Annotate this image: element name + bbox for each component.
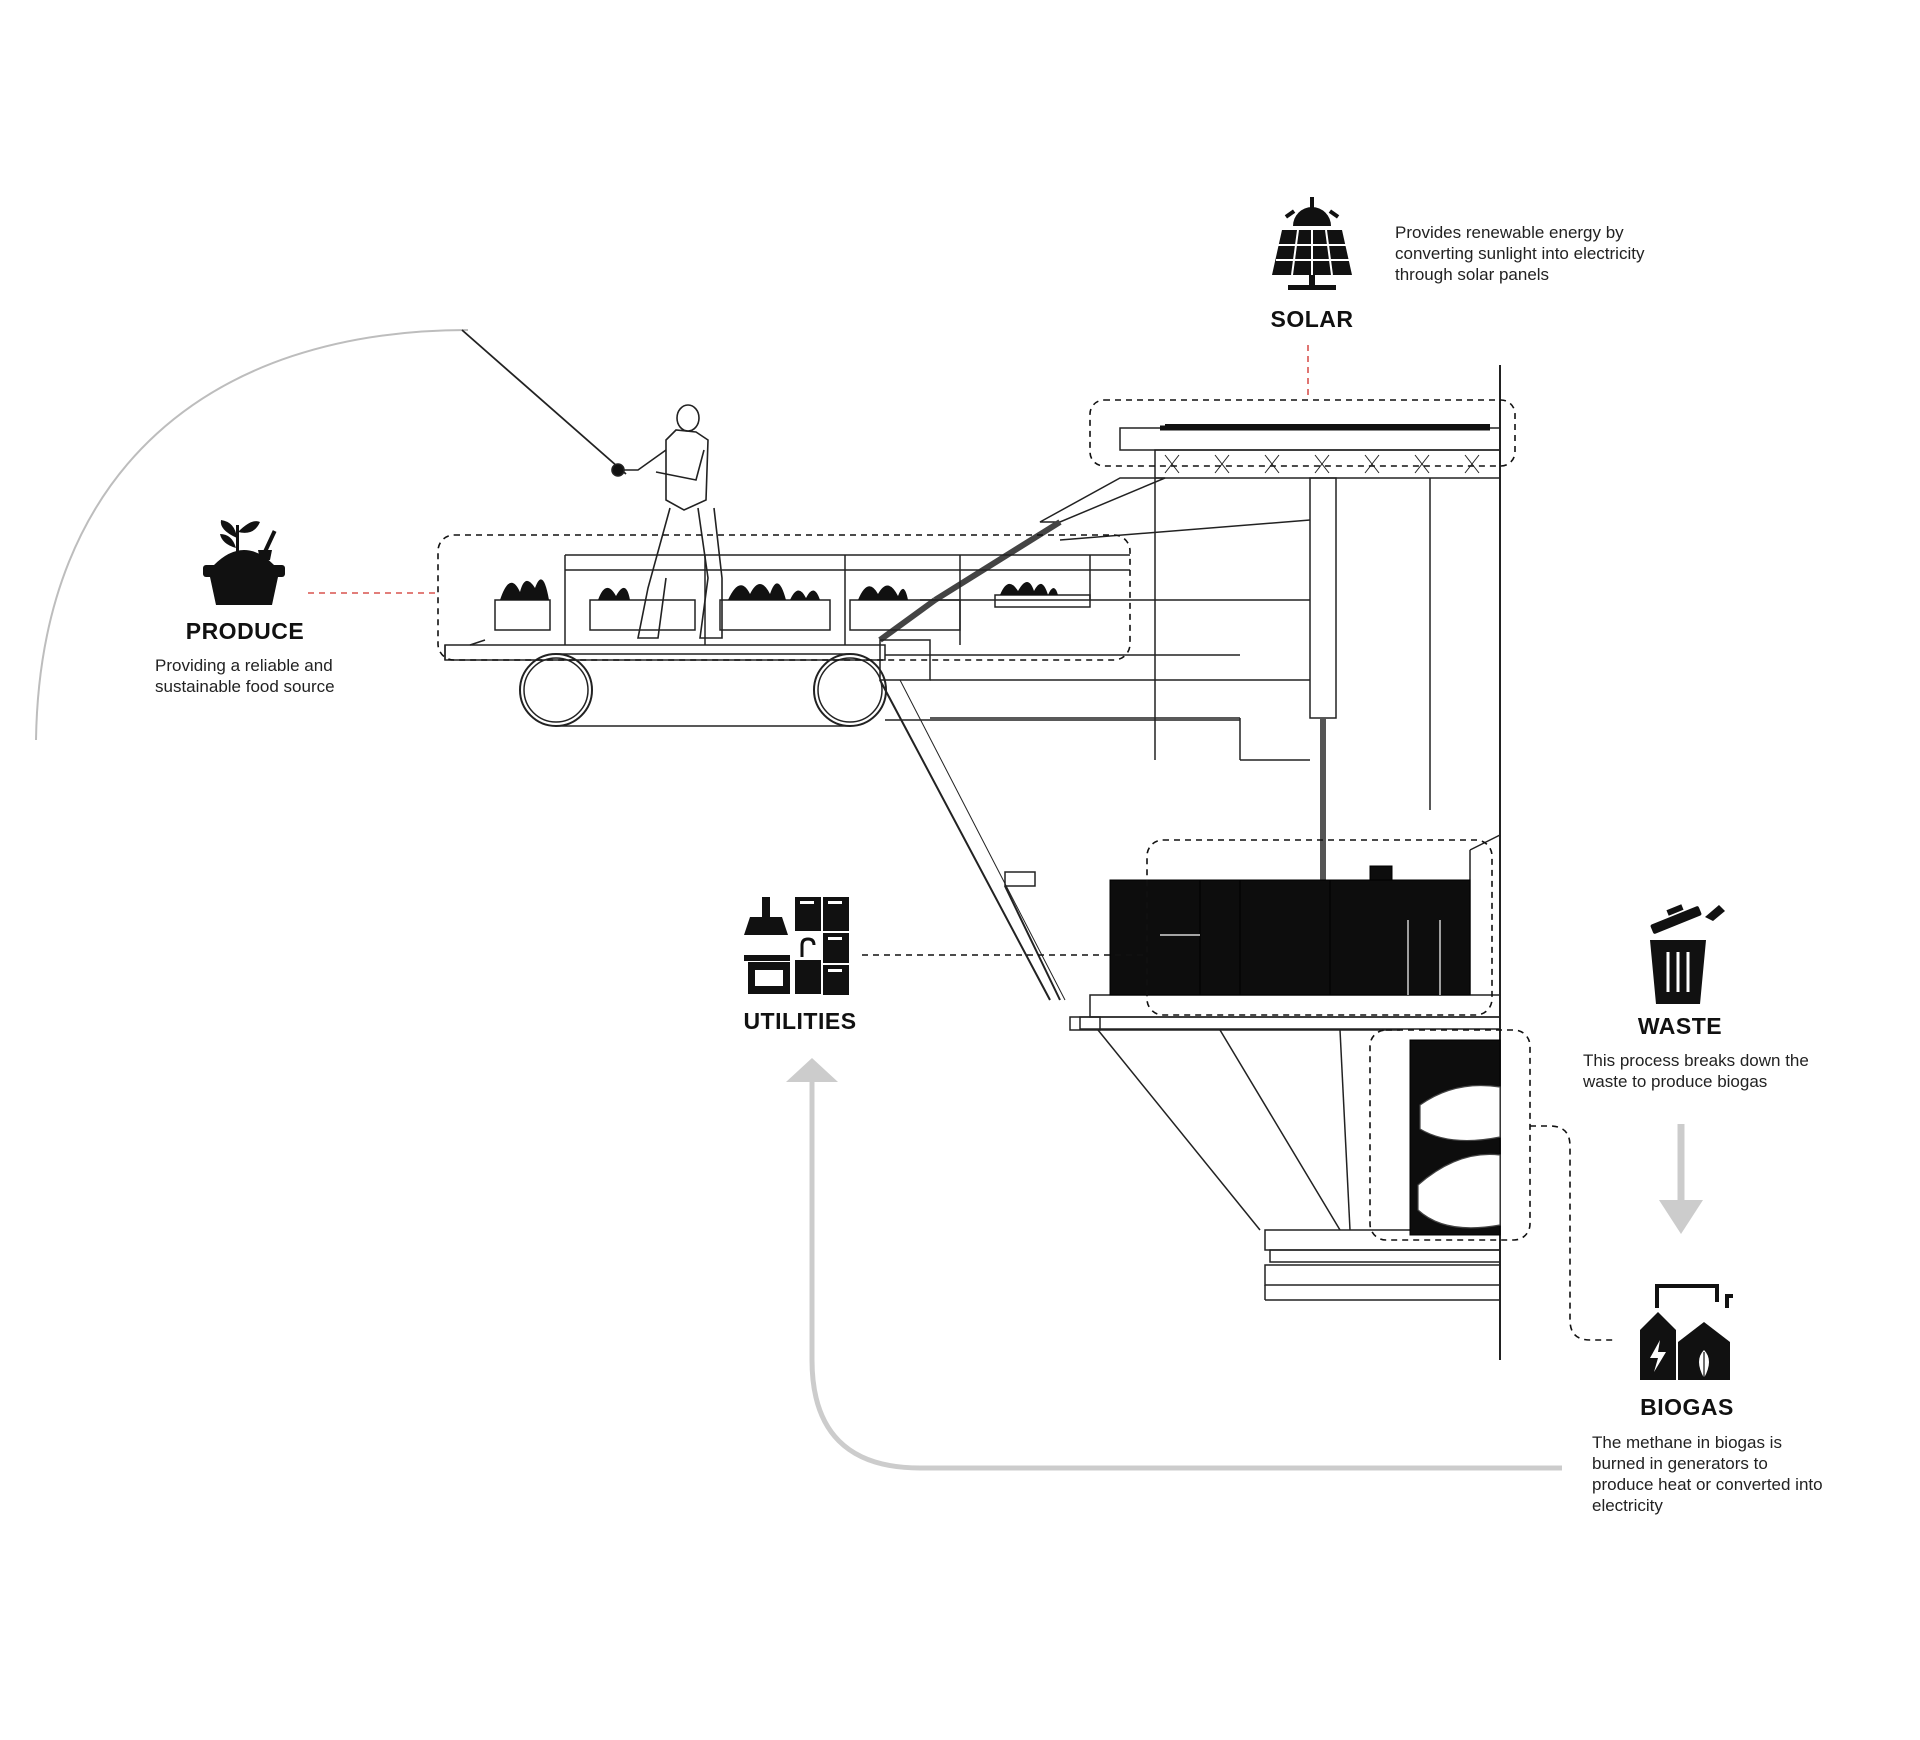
solar-callout-box	[1089, 399, 1516, 467]
produce-description: Providing a reliable and sustainable foo…	[155, 656, 335, 696]
kitchen-cabinets	[1109, 865, 1471, 996]
dashed-callout-boxes	[437, 399, 1614, 1341]
kitchen-cabinet-lines	[1160, 920, 1441, 995]
trash-bin-stripes	[1666, 952, 1690, 992]
produce-deck	[444, 554, 1240, 727]
solar-title: SOLAR	[1270, 306, 1354, 332]
utilities-title: UTILITIES	[743, 1008, 857, 1034]
biogas-plant-icon	[1640, 1284, 1733, 1380]
fisherman-figure	[461, 329, 723, 639]
kitchen-icon-details	[755, 901, 842, 986]
utilities-callout-box	[1146, 839, 1493, 1016]
produce-callout-box	[437, 534, 1131, 661]
building-section	[878, 365, 1501, 1360]
solar-panel-strip	[1165, 424, 1490, 430]
reach-arc	[35, 329, 469, 741]
waste-description: This process breaks down the waste to pr…	[1583, 1051, 1809, 1091]
waste-title: WASTE	[1637, 1013, 1723, 1039]
planter-foliage	[500, 579, 1058, 600]
return-arrow	[809, 1080, 1562, 1471]
biogas-description: The methane in biogas is burned in gener…	[1592, 1433, 1823, 1515]
waste-arrow-head	[1659, 1200, 1703, 1234]
return-arrow-head	[786, 1058, 838, 1082]
red-leader-lines	[308, 345, 1309, 594]
plant-pot-icon	[203, 520, 285, 605]
digester-tank-shapes	[1417, 1084, 1501, 1229]
waste-callout-box	[1369, 1029, 1531, 1241]
solar-panel-grid	[1276, 229, 1349, 276]
biogas-title: BIOGAS	[1640, 1394, 1734, 1420]
produce-title: PRODUCE	[185, 618, 305, 644]
solar-description: Provides renewable energy by converting …	[1395, 223, 1645, 284]
